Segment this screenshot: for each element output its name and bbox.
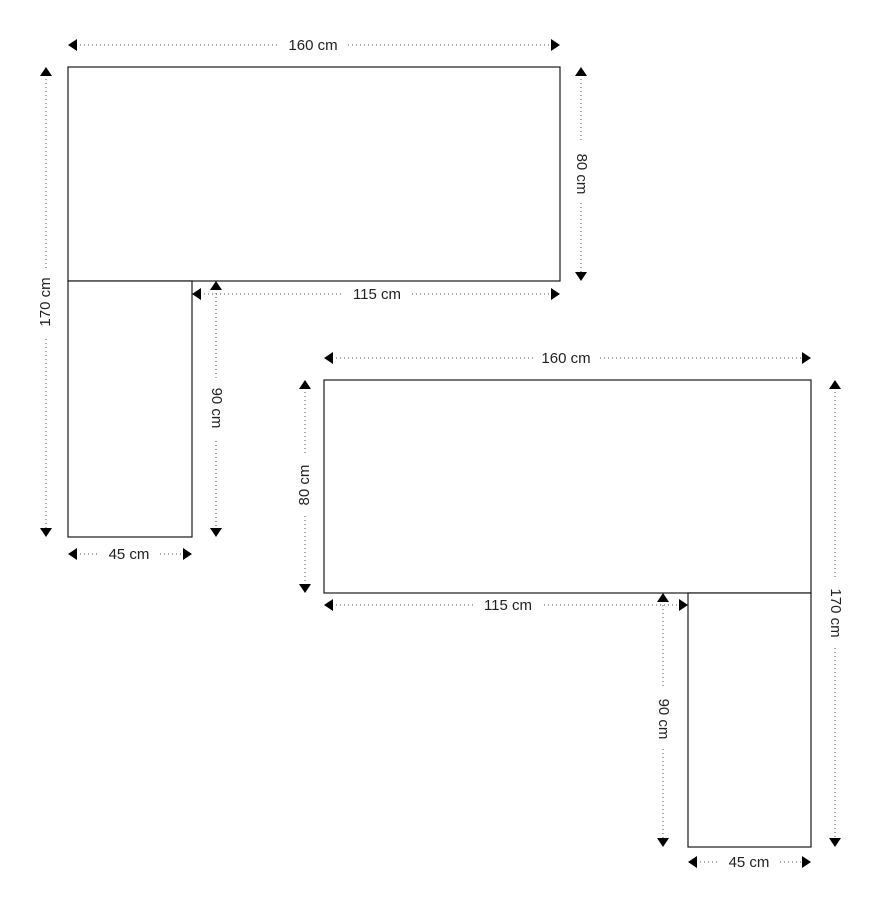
right-desk-main-top bbox=[323, 379, 812, 594]
right-dim-return-length: 90 cm bbox=[652, 593, 674, 847]
left-return-width-label: 45 cm bbox=[109, 546, 150, 563]
right-desk-return bbox=[687, 592, 812, 848]
right-return-length-label: 90 cm bbox=[655, 699, 672, 740]
left-width-label: 160 cm bbox=[288, 37, 337, 54]
left-return-length-label: 90 cm bbox=[208, 388, 225, 429]
right-desk: 160 cm 80 cm 170 cm 115 cm bbox=[294, 348, 846, 872]
left-dim-inner-length: 115 cm bbox=[192, 284, 560, 304]
right-dim-total-length: 170 cm bbox=[824, 380, 846, 847]
left-inner-length-label: 115 cm bbox=[353, 286, 401, 303]
left-desk-main-top bbox=[67, 66, 561, 282]
right-dim-width: 160 cm bbox=[324, 348, 811, 368]
left-desk-return bbox=[67, 280, 193, 538]
right-dim-return-width: 45 cm bbox=[688, 852, 811, 872]
right-inner-length-label: 115 cm bbox=[484, 597, 532, 614]
right-total-length-label: 170 cm bbox=[827, 588, 844, 637]
left-dim-return-width: 45 cm bbox=[68, 544, 192, 564]
right-return-width-label: 45 cm bbox=[729, 854, 770, 871]
left-desk: 160 cm 80 cm 170 cm 115 cm bbox=[35, 35, 592, 564]
left-dim-depth: 80 cm bbox=[570, 67, 592, 281]
right-dim-inner-length: 115 cm bbox=[324, 595, 688, 615]
left-dim-width: 160 cm bbox=[68, 35, 560, 55]
left-total-length-label: 170 cm bbox=[37, 277, 54, 326]
left-dim-total-length: 170 cm bbox=[35, 67, 57, 537]
right-width-label: 160 cm bbox=[541, 350, 590, 367]
right-depth-label: 80 cm bbox=[296, 465, 313, 506]
right-dim-depth: 80 cm bbox=[294, 380, 316, 593]
left-depth-label: 80 cm bbox=[573, 154, 590, 195]
left-dim-return-length: 90 cm bbox=[205, 281, 227, 537]
